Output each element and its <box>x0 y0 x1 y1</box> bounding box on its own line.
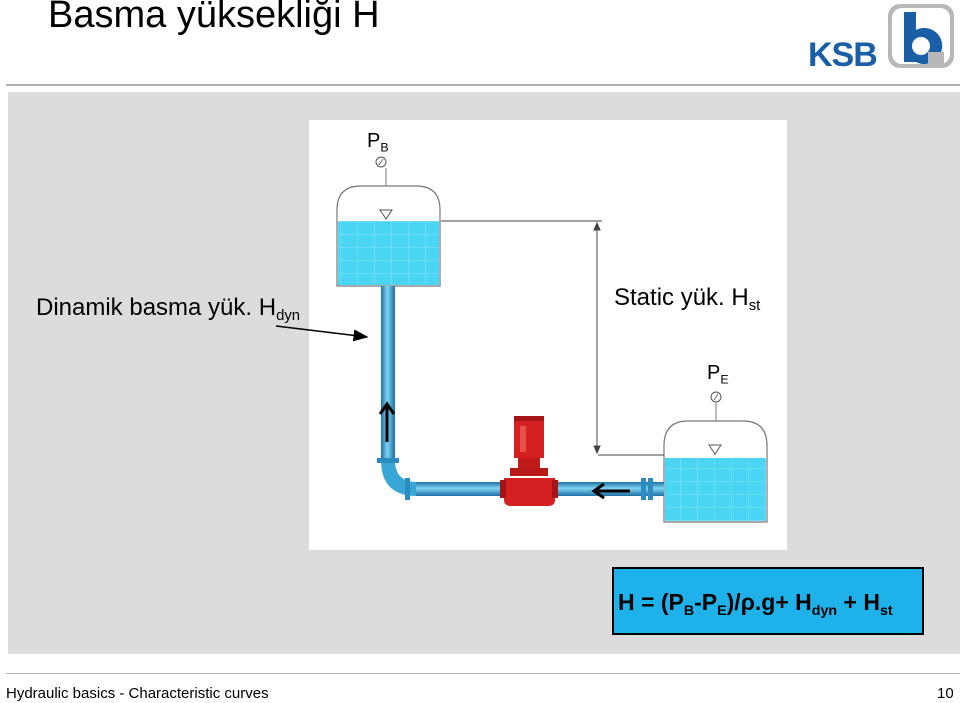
water-level-marker-upper <box>379 209 393 220</box>
footer-divider <box>6 673 960 674</box>
pressure-top-label: PB <box>367 130 389 155</box>
pipe-system <box>377 286 664 500</box>
flow-arrow-up-head <box>378 401 396 415</box>
head-formula: H = (PB-PE)/ρ.g+ Hdyn + Hst <box>618 589 893 619</box>
logo-text: KSB <box>808 36 877 72</box>
page-number: 10 <box>937 685 954 702</box>
page-title: Basma yüksekliği H <box>48 0 380 36</box>
formula-box: H = (PB-PE)/ρ.g+ Hdyn + Hst <box>612 567 924 635</box>
header-divider <box>6 84 960 86</box>
flow-arrows <box>378 401 630 500</box>
lower-tank <box>663 391 768 523</box>
ksb-logo: KSB <box>808 4 954 72</box>
flow-arrow-left-head <box>591 482 605 500</box>
pressure-bottom-label: PE <box>707 362 729 387</box>
dynamic-head-pointer <box>275 325 369 342</box>
logo-mark <box>888 4 954 68</box>
water-level-marker-lower <box>708 444 722 455</box>
upper-tank <box>336 156 441 287</box>
lower-tank-water <box>665 458 766 521</box>
static-head-label: Static yük. Hst <box>614 284 761 315</box>
footer-caption: Hydraulic basics - Characteristic curves <box>6 685 269 702</box>
static-head-dimension <box>441 220 664 456</box>
upper-tank-water <box>338 221 439 285</box>
pump-icon <box>500 416 558 506</box>
dynamic-head-label: Dinamik basma yük. Hdyn <box>36 294 301 325</box>
